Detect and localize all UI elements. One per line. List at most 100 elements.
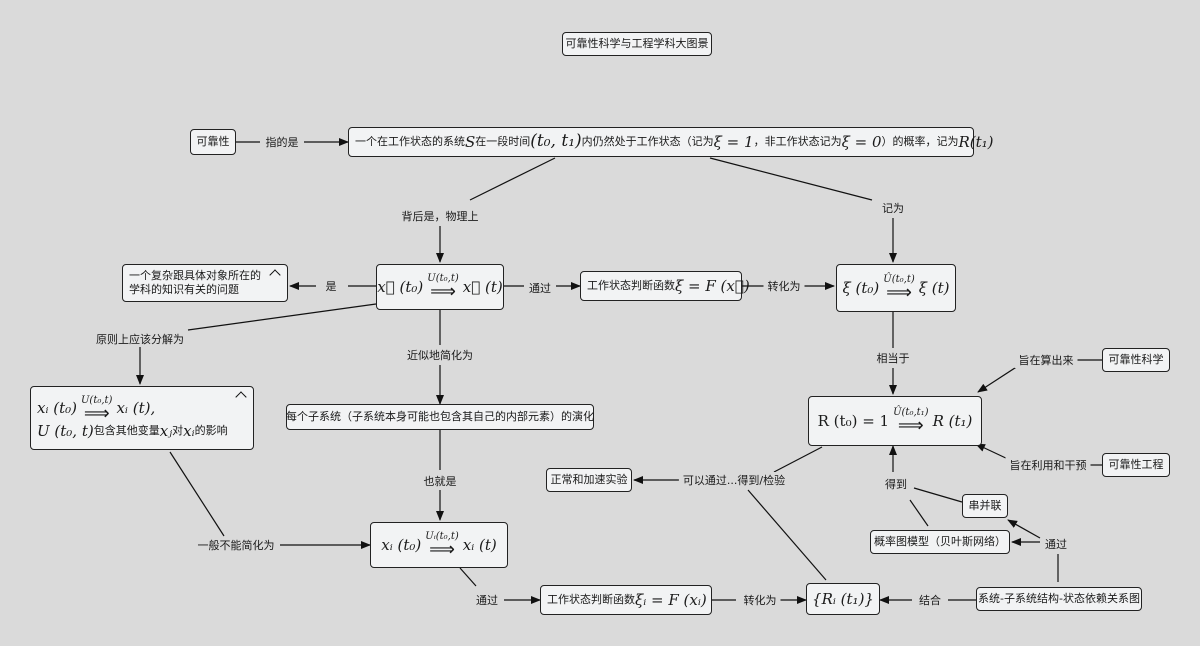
label-combine: 结合 [915, 592, 945, 608]
node-Ri-set[interactable]: {Rᵢ (t₁)} [806, 583, 880, 615]
edge-aimuse-R [975, 443, 1011, 461]
edge-Ri-canget [747, 489, 827, 581]
work-fn-formula: ξ = F (x⃗) [675, 276, 750, 295]
label-approx: 近似地简化为 [403, 347, 477, 363]
edge-definition-denote [709, 157, 873, 201]
label-decompose: 原则上应该分解为 [92, 331, 188, 347]
label-aim-calc: 旨在算出来 [1014, 352, 1078, 368]
work-fn-i-label: 工作状态判断函数 [547, 593, 635, 607]
engineering-label: 可靠性工程 [1108, 458, 1164, 472]
label-that-is: 也就是 [419, 473, 461, 489]
def-xi-zero: ξ = 0 [841, 132, 882, 151]
structure-graph-label: 系统-子系统结构-状态依赖关系图 [978, 592, 1140, 606]
xi-operator: Û(t₀,t) [883, 273, 915, 285]
node-complex-problem[interactable]: 一个复杂跟具体对象所在的学科的知识有关的问题 [122, 264, 288, 302]
sub-left: xᵢ (t₀) [381, 535, 422, 554]
R-evolution-arrow-icon: Û(t₀,t₁) ⟹ [893, 406, 929, 436]
node-work-function[interactable]: 工作状态判断函数 ξ = F (x⃗) [580, 271, 750, 301]
def-interval: (t₀, t₁) [530, 131, 582, 152]
decompose-xi: xᵢ [183, 421, 195, 440]
def-text-5: ）的概率，记为 [881, 135, 959, 149]
edge-prob-get [909, 499, 929, 527]
def-text-4: ，非工作状态记为 [753, 135, 842, 149]
decompose-line-1: xᵢ (t₀) U(t₀,t) ⟹ xᵢ (t), [37, 394, 156, 424]
decompose-line-2: U (t₀, t) 包含其他变量 xⱼ 对 xᵢ 的影响 [37, 422, 228, 441]
node-experiment[interactable]: 正常和加速实验 [546, 468, 632, 492]
xi-right: ξ (t) [918, 278, 950, 297]
series-parallel-label: 串并联 [968, 499, 1002, 513]
R-operator: Û(t₀,t₁) [893, 406, 929, 418]
node-sub-evolution[interactable]: xᵢ (t₀) Uᵢ(t₀,t) ⟹ xᵢ (t) [370, 522, 508, 568]
node-reliability[interactable]: 可靠性 [190, 129, 236, 155]
edge-via-series [1007, 519, 1041, 539]
R-left: R (t₀) = 1 [817, 411, 890, 430]
node-structure-graph[interactable]: 系统-子系统结构-状态依赖关系图 [976, 587, 1142, 611]
node-state-evolution[interactable]: x⃗ (t₀) U(t₀,t) ⟹ x⃗ (t) [376, 264, 504, 310]
decompose-U: U (t₀, t) [37, 421, 94, 440]
node-reliability-label: 可靠性 [196, 135, 230, 149]
node-reliability-science[interactable]: 可靠性科学 [1102, 348, 1170, 372]
label-means: 指的是 [261, 134, 303, 150]
label-aim-use: 旨在利用和干预 [1005, 457, 1091, 473]
node-series-parallel[interactable]: 串并联 [962, 494, 1008, 518]
label-cant: 一般不能简化为 [193, 537, 279, 553]
edge-xisub-via [459, 567, 477, 587]
label-to-2: 转化为 [739, 592, 781, 608]
decompose-text-c: 对 [172, 424, 184, 438]
node-decompose[interactable]: xᵢ (t₀) U(t₀,t) ⟹ xᵢ (t), U (t₀, t) 包含其他… [30, 386, 254, 450]
Ri-set-label: {Rᵢ (t₁)} [812, 589, 874, 608]
experiment-label: 正常和加速实验 [550, 473, 628, 487]
node-reliability-engineering[interactable]: 可靠性工程 [1102, 453, 1170, 477]
decompose-text-b: 包含其他变量 [93, 424, 160, 438]
def-text-2: 在一段时间 [475, 135, 531, 149]
edge-aim-R [977, 365, 1019, 393]
evolution-arrow-icon: U(t₀,t) ⟹ [427, 272, 459, 302]
node-xi-evolution[interactable]: ξ (t₀) Û(t₀,t) ⟹ ξ (t) [836, 264, 956, 312]
work-fn-i-formula: ξᵢ = F (xᵢ) [635, 590, 707, 609]
node-R-evolution[interactable]: R (t₀) = 1 Û(t₀,t₁) ⟹ R (t₁) [808, 396, 982, 446]
edge-definition-behind [469, 157, 556, 201]
work-fn-label: 工作状态判断函数 [587, 279, 675, 293]
collapse-chevron-icon[interactable] [269, 269, 281, 281]
node-prob-model[interactable]: 概率图模型（贝叶斯网络） [870, 530, 1010, 554]
def-R: R(t₁) [958, 132, 994, 151]
label-behind: 背后是，物理上 [397, 208, 483, 224]
def-xi-one: ξ = 1 [713, 132, 754, 151]
state-left: x⃗ (t₀) [377, 277, 424, 296]
xi-left: ξ (t₀) [842, 278, 880, 297]
label-via-graph: 通过 [1041, 536, 1071, 552]
decompose-xj: xⱼ [159, 421, 173, 440]
state-operator: U(t₀,t) [427, 272, 459, 284]
node-definition[interactable]: 一个在工作状态的系统 S 在一段时间 (t₀, t₁) 内仍然处于工作状态（记为… [348, 127, 994, 157]
edge-R-canget [773, 446, 823, 473]
label-via-1: 通过 [525, 280, 555, 296]
def-text-1: 一个在工作状态的系统 [355, 135, 465, 149]
map-title[interactable]: 可靠性科学与工程学科大图景 [562, 32, 712, 56]
label-to-1: 转化为 [763, 278, 805, 294]
sub-operator: Uᵢ(t₀,t) [425, 530, 459, 542]
decompose-arrow-icon: U(t₀,t) ⟹ [81, 394, 113, 424]
node-work-function-i[interactable]: 工作状态判断函数 ξᵢ = F (xᵢ) [540, 585, 712, 615]
label-via-2: 通过 [472, 592, 502, 608]
edge-series-get [913, 487, 963, 503]
decompose-operator: U(t₀,t) [81, 394, 113, 406]
sub-right: xᵢ (t) [462, 535, 497, 554]
label-get: 得到 [881, 476, 911, 492]
decompose-right: xᵢ (t), [116, 399, 156, 418]
node-subsystem[interactable]: 每个子系统（子系统本身可能也包含其自己的内部元素）的演化 [286, 404, 594, 430]
label-can-get: 可以通过...得到/检验 [678, 472, 790, 488]
decompose-left: xᵢ (t₀) [37, 399, 77, 418]
complex-problem-label: 一个复杂跟具体对象所在的学科的知识有关的问题 [129, 269, 261, 296]
label-equiv: 相当于 [872, 350, 914, 366]
R-right: R (t₁) [932, 411, 973, 430]
xi-evolution-arrow-icon: Û(t₀,t) ⟹ [883, 273, 915, 303]
label-is: 是 [321, 278, 341, 294]
def-system-symbol: S [465, 132, 476, 151]
sub-evolution-arrow-icon: Uᵢ(t₀,t) ⟹ [425, 530, 459, 560]
collapse-chevron-icon[interactable] [235, 391, 247, 403]
map-title-text: 可靠性科学与工程学科大图景 [565, 37, 709, 51]
prob-model-label: 概率图模型（贝叶斯网络） [874, 535, 1006, 549]
edge-state-decompose [187, 303, 377, 331]
